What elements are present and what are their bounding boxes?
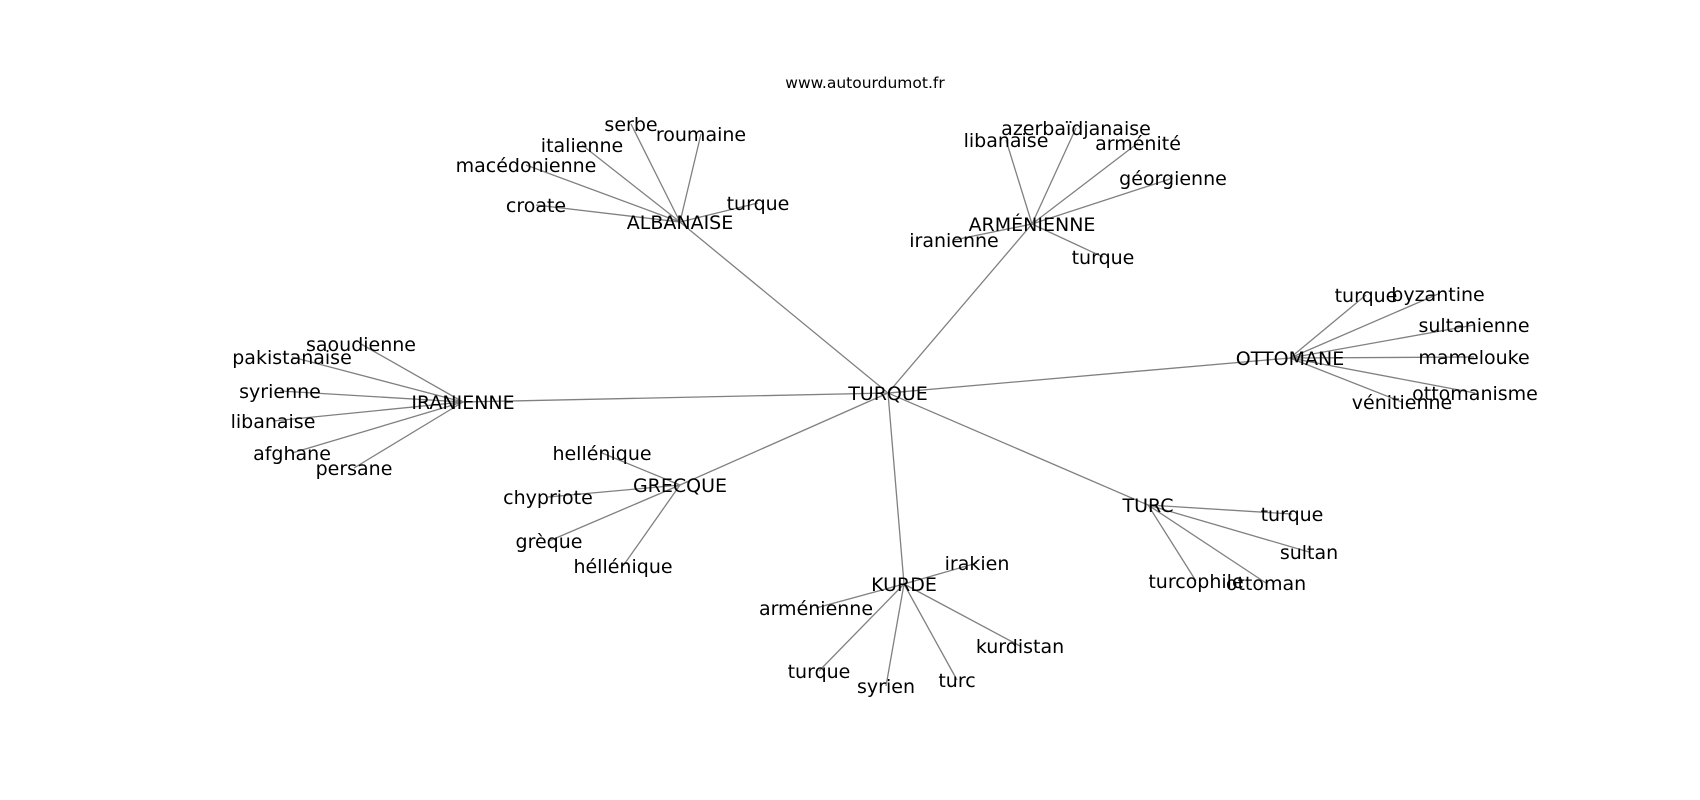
edge-albanaise-leaf-0 (535, 204, 681, 223)
leaf-node-iranienne-1: pakistanaise (232, 347, 352, 369)
leaf-node-turc-2: turcophile (1148, 571, 1243, 593)
leaf-node-albanaise-3: serbe (604, 114, 657, 136)
edge-iranienne-leaf-4 (291, 401, 464, 454)
leaf-node-albanaise-1: macédonienne (456, 155, 597, 177)
leaf-node-albanaise-0: croate (506, 195, 566, 217)
edge-albanaise-leaf-4 (679, 133, 702, 223)
site-url: www.autourdumot.fr (785, 74, 945, 92)
edge-albanaise-leaf-3 (630, 123, 681, 223)
leaf-node-iranienne-0: saoudienne (306, 334, 416, 356)
leaf-node-iranienne-4: afghane (253, 443, 331, 465)
edge-ottomane-leaf-0 (1289, 294, 1367, 359)
edge-armenienne-leaf-3 (1031, 177, 1174, 225)
center-node: TURQUE (847, 383, 928, 405)
leaf-node-ottomane-2: sultanienne (1418, 315, 1529, 337)
hub-node-kurde: KURDE (871, 574, 937, 596)
edge-armenienne-leaf-1 (1031, 127, 1077, 225)
leaf-node-iranienne-3: libanaise (231, 411, 316, 433)
leaf-node-grecque-2: grèque (516, 531, 583, 553)
edge-turc-leaf-0 (1147, 504, 1293, 515)
edge-center-armenienne (887, 223, 1033, 394)
edge-center-kurde (887, 392, 905, 585)
edge-center-turc (887, 392, 1149, 506)
edge-ottomane-leaf-4 (1289, 357, 1476, 394)
leaf-node-armenienne-5: turque (1072, 247, 1135, 269)
edge-center-grecque (679, 392, 889, 486)
hub-node-turc: TURC (1121, 495, 1173, 517)
leaf-node-iranienne-5: persane (316, 458, 393, 480)
edge-iranienne-leaf-3 (272, 401, 464, 422)
leaf-node-albanaise-5: turque (727, 193, 790, 215)
leaf-node-armenienne-1: azerbaïdjanaise (1001, 118, 1151, 140)
leaf-node-turc-1: sultan (1280, 542, 1338, 564)
edge-center-albanaise (679, 221, 889, 394)
edge-center-ottomane (887, 357, 1291, 394)
edges (272, 123, 1476, 687)
leaf-node-kurde-1: arménienne (759, 598, 873, 620)
leaf-node-kurde-4: syrien (857, 676, 915, 698)
edge-albanaise-leaf-2 (581, 144, 681, 223)
leaf-node-armenienne-0: libanaise (964, 130, 1049, 152)
edge-iranienne-leaf-0 (360, 343, 464, 403)
edge-kurde-leaf-2 (903, 583, 1021, 647)
edge-kurde-leaf-4 (885, 583, 905, 687)
edge-grecque-leaf-1 (547, 484, 681, 498)
leaf-node-armenienne-3: géorgienne (1119, 168, 1227, 190)
hub-node-ottomane: OTTOMANE (1236, 348, 1344, 370)
leaf-node-turc-0: turque (1261, 504, 1324, 526)
edge-iranienne-leaf-5 (353, 401, 464, 469)
leaf-node-iranienne-2: syrienne (239, 381, 321, 403)
edge-kurde-leaf-1 (815, 583, 905, 609)
leaf-node-grecque-3: héllénique (573, 556, 672, 578)
hub-node-armenienne: ARMÉNIENNE (969, 213, 1096, 236)
leaf-node-ottomane-5: vénitienne (1352, 392, 1452, 414)
edge-albanaise-leaf-5 (679, 202, 759, 223)
edge-ottomane-leaf-5 (1289, 357, 1403, 403)
edge-ottomane-leaf-1 (1289, 293, 1439, 359)
leaf-node-turc-3: ottoman (1226, 573, 1306, 595)
edge-ottomane-leaf-2 (1289, 324, 1475, 359)
edge-ottomane-leaf-3 (1289, 356, 1475, 359)
edge-turc-leaf-3 (1147, 504, 1267, 584)
edge-kurde-leaf-0 (903, 562, 978, 585)
leaf-node-kurde-0: irakien (945, 553, 1010, 575)
leaf-node-ottomane-3: mamelouke (1418, 347, 1529, 369)
edge-turc-leaf-2 (1147, 504, 1197, 582)
leaf-node-ottomane-4: ottomanisme (1412, 383, 1538, 405)
leaf-node-albanaise-2: italienne (541, 135, 623, 157)
edge-turc-leaf-1 (1147, 504, 1310, 553)
edge-grecque-leaf-3 (622, 484, 681, 567)
hub-node-iranienne: IRANIENNE (411, 392, 514, 414)
leaf-node-grecque-0: hellénique (552, 443, 651, 465)
hub-node-grecque: GRECQUE (633, 475, 727, 497)
edge-iranienne-leaf-2 (279, 390, 464, 403)
edge-armenienne-leaf-4 (953, 223, 1033, 241)
leaf-node-armenienne-2: arménité (1095, 133, 1181, 155)
edge-kurde-leaf-3 (818, 583, 905, 672)
edge-grecque-leaf-2 (548, 484, 681, 542)
edge-kurde-leaf-5 (903, 583, 958, 681)
edge-center-iranienne (462, 392, 889, 403)
edge-armenienne-leaf-2 (1031, 142, 1139, 225)
leaf-node-albanaise-4: roumaine (656, 124, 746, 146)
leaf-node-grecque-1: chypriote (503, 487, 593, 509)
leaf-node-kurde-3: turque (788, 661, 851, 683)
edge-iranienne-leaf-1 (291, 356, 464, 403)
hub-node-albanaise: ALBANAISE (627, 212, 734, 234)
edge-armenienne-leaf-5 (1031, 223, 1104, 258)
edge-armenienne-leaf-0 (1005, 139, 1033, 225)
leaf-node-armenienne-4: iranienne (909, 230, 999, 252)
labels: TURQUE ALBANAISE croate macédonienneitalien… (231, 114, 1538, 698)
leaf-node-ottomane-1: byzantine (1391, 284, 1484, 306)
leaf-node-kurde-2: kurdistan (976, 636, 1064, 658)
leaf-node-ottomane-0: turque (1335, 285, 1398, 307)
edge-albanaise-leaf-1 (525, 164, 681, 223)
leaf-node-kurde-5: turc (938, 670, 975, 692)
edge-grecque-leaf-0 (601, 452, 681, 486)
